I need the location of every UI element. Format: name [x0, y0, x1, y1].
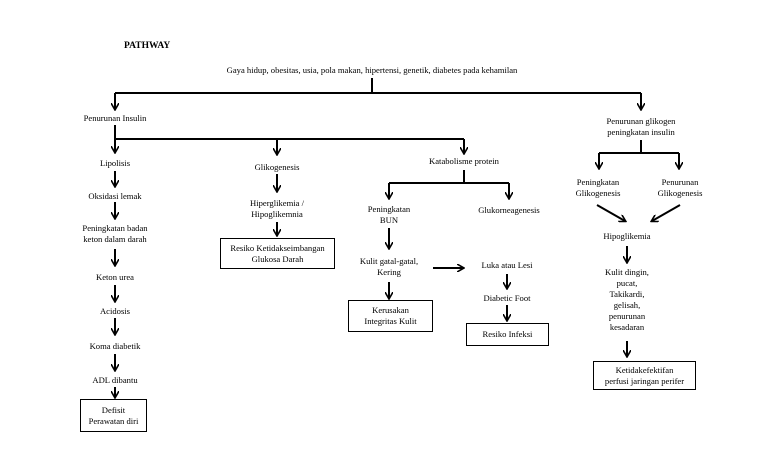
peningkatan-bun-node: Peningkatan BUN: [367, 204, 411, 225]
hipoglikemia-node: Hipoglikemia: [603, 231, 651, 241]
defisit-perawatan-box: Defisit Perawatan diri: [80, 399, 147, 432]
diabetic-foot-node: Diabetic Foot: [483, 293, 531, 303]
oksidasi-lemak-node: Oksidasi lemak: [88, 191, 142, 201]
page-title: PATHWAY: [124, 41, 171, 51]
acidosis-node: Acidosis: [99, 306, 131, 316]
hiperglikemia-node: Hiperglikemia / Hipoglikemnia: [249, 198, 305, 219]
penurunan-glikogenesis-node: Penurunan Glikogenesis: [657, 177, 703, 198]
kulit-gatal-node: Kulit gatal-gatal, Kering: [359, 256, 419, 277]
luka-lesi-node: Luka atau Lesi: [481, 260, 533, 270]
peningkatan-glikogenesis-node: Peningkatan Glikogenesis: [575, 177, 621, 198]
penurunan-glikogen-node: Penurunan glikogen peningkatan insulin: [606, 116, 676, 137]
root-cause-node: Gaya hidup, obesitas, usia, pola makan, …: [226, 65, 518, 75]
kerusakan-integritas-box: Kerusakan Integritas Kulit: [348, 300, 433, 332]
peningkatan-keton-node: Peningkatan badan keton dalam darah: [82, 223, 148, 244]
resiko-glukosa-box: Resiko Ketidakseimbangan Glukosa Darah: [220, 238, 335, 269]
ketidakefektifan-perfusi-box: Ketidakefektifan perfusi jaringan perife…: [593, 361, 696, 390]
gejala-node: Kulit dingin, pucat, Takikardi, gelisah,…: [605, 267, 649, 332]
resiko-infeksi-box: Resiko Infeksi: [466, 323, 549, 346]
keton-urea-node: Keton urea: [96, 272, 134, 282]
penurunan-insulin-node: Penurunan Insulin: [83, 113, 147, 123]
adl-dibantu-node: ADL dibantu: [92, 375, 138, 385]
glikogenesis-node: Glikogenesis: [254, 162, 300, 172]
katabolisme-protein-node: Katabolisme protein: [429, 156, 499, 166]
koma-diabetik-node: Koma diabetik: [89, 341, 141, 351]
glukoneogenesis-node: Glukorneagenesis: [478, 205, 540, 215]
lipolisis-node: Lipolisis: [99, 158, 131, 168]
